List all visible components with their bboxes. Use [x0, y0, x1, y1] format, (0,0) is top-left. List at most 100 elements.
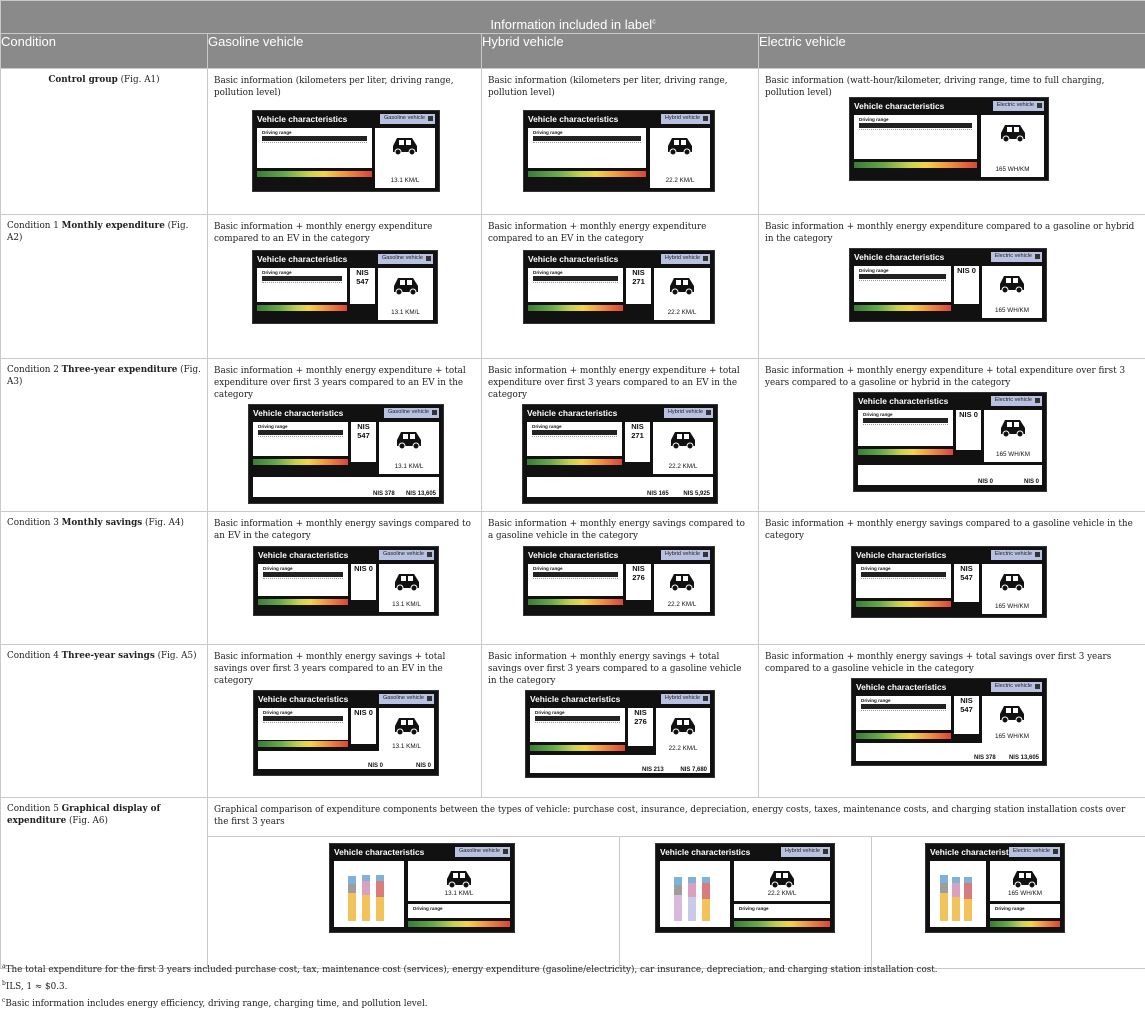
- condition-cell: Condition 5 Graphical display of expendi…: [1, 798, 208, 969]
- table-row: Condition 4 Three-year savings (Fig. A5)…: [1, 645, 1145, 798]
- hybrid-cell: Basic information + monthly energy expen…: [482, 359, 759, 512]
- car-icon: [998, 416, 1028, 438]
- table-row: Condition 2 Three-year expenditure (Fig.…: [1, 359, 1145, 512]
- car-icon: [391, 274, 421, 296]
- footnote-a: aThe total expenditure for the first 3 y…: [2, 960, 938, 977]
- car-icon: [667, 274, 697, 296]
- table-row: Control group (Fig. A1) Basic informatio…: [1, 69, 1145, 215]
- monthly-expenditure-value: NIS 547: [350, 268, 375, 286]
- header-electric: Electric vehicle: [759, 34, 1145, 69]
- hybrid-cell: Basic information + monthly energy expen…: [482, 215, 759, 359]
- hybrid-cell: Basic information (kilometers per liter,…: [482, 69, 759, 215]
- monthly-savings-value: NIS 0: [351, 564, 376, 573]
- car-icon: [392, 714, 422, 736]
- monthly-expenditure-value: NIS 271: [626, 268, 651, 286]
- header-hybrid: Hybrid vehicle: [482, 34, 759, 69]
- gasoline-cell: Basic information (kilometers per liter,…: [208, 69, 482, 215]
- car-icon: [997, 272, 1027, 294]
- electric-cell: Basic information + monthly energy expen…: [759, 215, 1145, 359]
- table-band-title: Information included in labelc: [1, 1, 1145, 34]
- gasoline-cell: Basic information + monthly energy expen…: [208, 359, 482, 512]
- table-footnotes: aThe total expenditure for the first 3 y…: [2, 960, 938, 1011]
- cost-stack-chart: [660, 861, 730, 927]
- gasoline-cell: Basic information + monthly energy savin…: [208, 512, 482, 645]
- footnote-c: cBasic information includes energy effic…: [2, 994, 938, 1011]
- car-icon: [668, 714, 698, 736]
- car-icon: [394, 428, 424, 450]
- car-icon: [767, 867, 797, 889]
- footnote-b: bILS, 1 ≈ $0.3.: [2, 977, 938, 994]
- monthly-expenditure-value: NIS 0: [954, 266, 979, 275]
- badge-electric: Electric vehicle: [993, 101, 1044, 111]
- monthly-savings-value: NIS 276: [626, 564, 651, 582]
- car-icon: [997, 570, 1027, 592]
- car-icon: [667, 570, 697, 592]
- badge-hybrid: Hybrid vehicle: [661, 114, 710, 124]
- car-icon: [665, 134, 695, 156]
- condition-cell: Condition 1 Monthly expenditure (Fig. A2…: [1, 215, 208, 359]
- electric-cell: Basic information + monthly energy expen…: [759, 359, 1145, 512]
- header-gasoline: Gasoline vehicle: [208, 34, 482, 69]
- car-icon: [392, 570, 422, 592]
- table-header-row: Condition Gasoline vehicle Hybrid vehicl…: [1, 34, 1145, 69]
- car-icon: [1010, 867, 1040, 889]
- hybrid-cell: Basic information + monthly energy savin…: [482, 512, 759, 645]
- table-row: Condition 1 Monthly expenditure (Fig. A2…: [1, 215, 1145, 359]
- table-row: Condition 5 Graphical display of expendi…: [1, 798, 1145, 969]
- label-conditions-table: Information included in labelc Condition…: [0, 0, 1145, 969]
- condition-cell: Control group (Fig. A1): [1, 69, 208, 215]
- hybrid-cell: Basic information + monthly energy savin…: [482, 645, 759, 798]
- car-icon: [998, 121, 1028, 143]
- electric-cell: Basic information (watt-hour/kilometer, …: [759, 69, 1145, 215]
- condition-cell: Condition 2 Three-year expenditure (Fig.…: [1, 359, 208, 512]
- car-icon: [390, 134, 420, 156]
- condition-cell: Condition 3 Monthly savings (Fig. A4): [1, 512, 208, 645]
- monthly-savings-value: NIS 547: [954, 564, 979, 582]
- graphical-cell: Graphical comparison of expenditure comp…: [208, 798, 1145, 969]
- gasoline-cell: Basic information + monthly energy savin…: [208, 645, 482, 798]
- condition-cell: Condition 4 Three-year savings (Fig. A5): [1, 645, 208, 798]
- car-icon: [668, 428, 698, 450]
- car-icon: [997, 702, 1027, 724]
- cost-stack-chart: [930, 861, 986, 927]
- electric-cell: Basic information + monthly energy savin…: [759, 645, 1145, 798]
- gasoline-cell: Basic information + monthly energy expen…: [208, 215, 482, 359]
- cost-stack-chart: [334, 861, 404, 927]
- car-icon: [444, 867, 474, 889]
- electric-cell: Basic information + monthly energy savin…: [759, 512, 1145, 645]
